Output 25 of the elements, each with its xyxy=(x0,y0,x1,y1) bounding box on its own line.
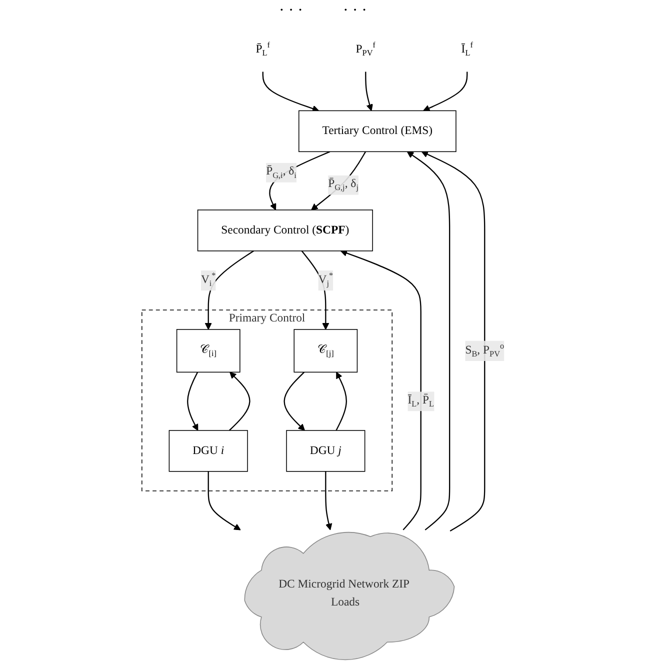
arrow xyxy=(421,151,486,532)
ellipsis-label: · · · xyxy=(279,2,303,20)
arrow xyxy=(204,250,254,330)
arrow xyxy=(262,72,320,112)
node-box: 𝒞$_{[i]}$ xyxy=(176,329,240,373)
node-box: Tertiary Control (EMS) xyxy=(298,110,456,152)
arrow xyxy=(311,151,366,210)
edge-label: P̄$_{G,j}$, δ$_{j}$ xyxy=(328,178,358,193)
arrow xyxy=(208,471,241,530)
arrow xyxy=(187,372,198,431)
edge-label: Ī$_{L}$, P̄$_{L}$ xyxy=(408,394,434,409)
edge-label: P̄$_{G,i}$, δ$_{i}$ xyxy=(266,165,296,180)
arrow xyxy=(340,250,422,530)
arrow xyxy=(365,72,373,112)
node-box: DGU j xyxy=(286,430,366,472)
node-box: Secondary Control (SCPF) xyxy=(197,210,373,252)
arrow xyxy=(228,372,250,431)
arrow xyxy=(423,72,468,112)
node-box: DGU i xyxy=(168,430,248,472)
arrow xyxy=(336,372,347,431)
arrow xyxy=(325,471,332,530)
ellipsis-label: · · · xyxy=(343,2,367,20)
node-box: 𝒞$_{[j]}$ xyxy=(294,329,358,373)
arrow xyxy=(406,151,450,530)
arrow xyxy=(284,372,305,431)
